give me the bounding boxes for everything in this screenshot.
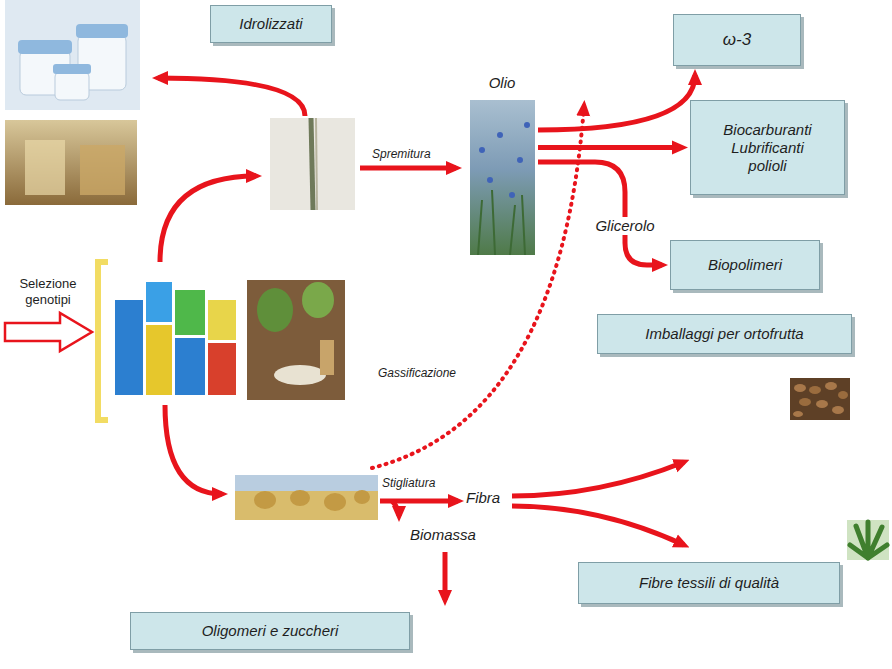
product-box: Biopolimeri (670, 240, 820, 290)
flow-arrow (538, 145, 682, 150)
edge-label: Glicerolo (593, 217, 656, 235)
flow-arrow (538, 75, 695, 130)
yellow-bracket (98, 262, 108, 420)
node-text: Oligomeri e zuccheri (202, 622, 339, 640)
node-text: Idrolizzati (239, 15, 302, 33)
node-text: Imballaggi per ortofrutta (645, 325, 803, 343)
node-text: ω-3 (723, 30, 751, 50)
cosmetic-jars-photo (5, 0, 140, 110)
hollow-input-arrow (5, 313, 92, 351)
node-text: Biopolimeri (708, 256, 782, 274)
image-node: Olio (466, 74, 538, 257)
product-box: Fibre tessili di qualità (578, 562, 840, 604)
process-label: Stigliatura (382, 476, 435, 490)
seeds-photo (790, 378, 850, 420)
node-text: Fibre tessili di qualità (639, 574, 779, 592)
product-box: Biocarburanti Lubrificanti polioli (690, 100, 845, 195)
flax-stem-photo (270, 118, 355, 210)
node-text: Biocarburanti Lubrificanti polioli (712, 121, 824, 175)
oil-photo (5, 120, 137, 205)
process-label: Biomassa (410, 526, 476, 544)
product-box: Imballaggi per ortofrutta (597, 314, 852, 354)
process-label: Fibra (466, 489, 500, 507)
herbs-photo (247, 280, 345, 400)
flax-field-photo (470, 100, 535, 255)
product-box: Idrolizzati (210, 5, 332, 43)
process-label: Gassificazione (378, 366, 456, 380)
process-label: Spremitura (372, 147, 431, 161)
hemp-leaves-photo (847, 520, 889, 560)
hay-bales-photo (235, 475, 378, 520)
node-text: Olio (489, 74, 516, 92)
colored-bins-photo (110, 272, 240, 400)
product-box: Oligomeri e zuccheri (130, 612, 410, 650)
product-box: ω-3 (673, 14, 801, 66)
flow-arrow (538, 162, 662, 265)
input-label: Selezione genotipi (8, 276, 88, 307)
